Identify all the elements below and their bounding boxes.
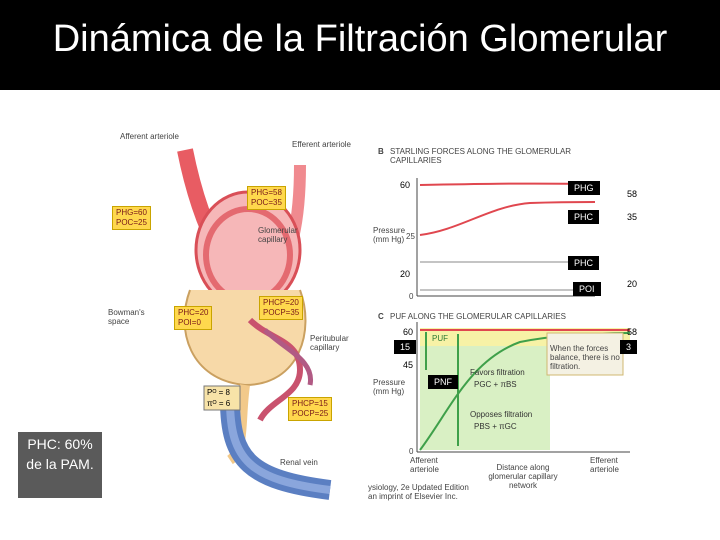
panel-b-ylabel: Pressure (mm Hg) (373, 226, 406, 244)
title-bar (0, 0, 720, 90)
panel-c-y15-badge: 15 (394, 340, 417, 354)
panel-b-letter: B (378, 147, 384, 156)
panel-c-puf-label: PUF (432, 334, 448, 343)
panel-b-y20: 20 (400, 269, 411, 279)
panel-c-v58: 58 (627, 327, 638, 337)
panel-c-favors-eq: PGC + πBS (474, 380, 517, 389)
panel-c-oppose-region (420, 346, 550, 450)
bowman-label: Bowman's space (108, 308, 145, 326)
credit-text: ysiology, 2e Updated Edition an imprint … (368, 483, 469, 501)
panel-c-y45: 45 (403, 360, 414, 370)
slide-title: Dinámica de la Filtración Glomerular (52, 18, 668, 60)
panel-b-title: STARLING FORCES ALONG THE GLOMERULAR CAP… (390, 147, 572, 165)
tag-efferent-pressures: PHG=58 POC=35 (247, 186, 286, 210)
panel-b-y25: 25 (406, 232, 415, 241)
panel-c-title: PUF ALONG THE GLOMERULAR CAPILLARIES (390, 312, 566, 321)
glomerular-label: Glomerular capillary (258, 226, 298, 244)
po-box (203, 385, 241, 411)
tag-peritubular-top: PHCP=20 POCP=35 (259, 296, 304, 320)
efferent-label: Efferent arteriole (292, 140, 351, 149)
peritubular-label: Peritubular capillary (310, 334, 349, 352)
panel-c-letter: C (378, 312, 384, 321)
pi-label: πᴼ = 6 (207, 399, 231, 408)
panel-c-x-left: Afferent arteriole (410, 456, 439, 474)
tag-afferent-pressures: PHG=60 POC=25 (112, 206, 151, 230)
phc-note: PHC: 60% de la PAM. (18, 432, 102, 498)
panel-b-poi-badge: POI (573, 282, 601, 296)
renal-vein-label: Renal vein (280, 458, 318, 467)
afferent-label: Afferent arteriole (120, 132, 179, 141)
panel-c-x-right: Efferent arteriole (590, 456, 619, 474)
panel-b-y60: 60 (400, 180, 411, 190)
panel-c-ylabel: Pressure (mm Hg) (373, 378, 406, 396)
panel-c-y60: 60 (403, 327, 414, 337)
panel-b-v58: 58 (627, 189, 638, 199)
panel-c-opposes: Opposes filtration (470, 410, 533, 419)
panel-b-phg-badge: PHG (568, 181, 600, 195)
tag-bowman-pressures: PHC=20 POI=0 (174, 306, 213, 330)
panel-b-phc-line (419, 201, 596, 236)
po-label: Pᴼ = 8 (207, 388, 230, 397)
panel-c-x-mid: Distance along glomerular capillary netw… (488, 463, 558, 490)
panel-b-v20: 20 (627, 279, 638, 289)
panel-b-phc-badge: PHC (568, 210, 600, 224)
panel-c-when-box (546, 332, 624, 376)
panel-c-opposes-eq: PBS + πGC (474, 422, 517, 431)
panel-c-when-text: When the forces balance, there is no fil… (550, 344, 620, 371)
panel-b-phc2-badge: PHC (568, 256, 600, 270)
panel-c-favors: Favors filtration (470, 368, 525, 377)
panel-c-v3-badge: 3 (620, 340, 638, 354)
panel-c-pnf-badge: PNF (428, 375, 458, 389)
panel-b-v35: 35 (627, 212, 638, 222)
panel-b-y0: 0 (409, 292, 414, 301)
tag-peritubular-bottom: PHCP=15 POCP=25 (288, 397, 333, 421)
panel-c-y0: 0 (409, 447, 414, 456)
